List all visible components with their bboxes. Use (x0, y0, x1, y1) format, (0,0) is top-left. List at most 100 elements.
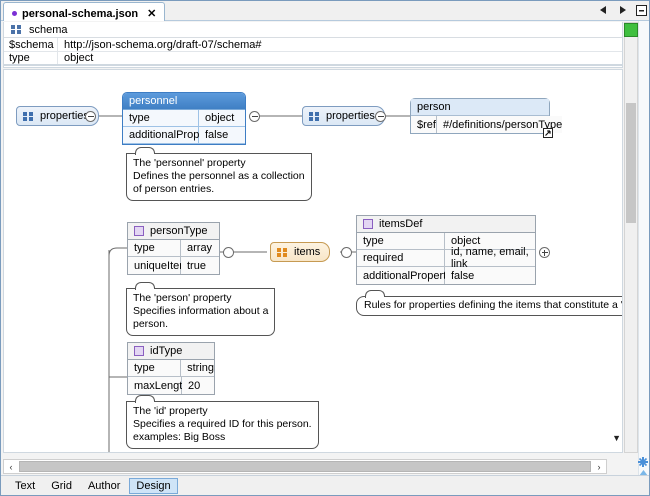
personType-uniqueitems-key: uniqueItems (128, 257, 181, 274)
person-ref-key: $ref (411, 116, 437, 133)
annotation-personnel-line-1: The 'personnel' property (133, 157, 305, 170)
tab-design[interactable]: Design (129, 478, 177, 494)
itemsDef-type-key: type (357, 233, 445, 249)
annotation-itemsdef-line-1: Rules for properties defining the items … (364, 299, 623, 312)
personnel-addprops-value: false (199, 127, 245, 143)
close-icon[interactable]: ✕ (147, 7, 156, 20)
personType-row-type[interactable]: type array (128, 240, 219, 257)
schema-title-row[interactable]: schema (4, 22, 622, 38)
file-tab-personal-schema[interactable]: personal-schema.json ✕ (3, 2, 165, 21)
annotation-personnel-line-3: of person entries. (133, 183, 305, 196)
idType-maxlength-key: maxLength (128, 377, 182, 394)
tab-grid[interactable]: Grid (44, 478, 79, 494)
itemsDef-addprops-key: additionalProperties (357, 267, 445, 284)
schema-value: http://json-schema.org/draft-07/schema# (58, 38, 622, 51)
annotation-id-line-2: Specifies a required ID for this person. (133, 418, 312, 431)
next-arrow-icon[interactable] (616, 4, 628, 16)
collapse-toggle-items[interactable] (341, 247, 352, 258)
annotation-personnel-line-2: Defines the personnel as a collection (133, 170, 305, 183)
properties-label: properties (40, 110, 89, 122)
type-key: type (4, 52, 58, 64)
node-items[interactable]: items (270, 242, 330, 262)
grid-icon (11, 25, 22, 34)
annotation-person-line-3: person. (133, 318, 268, 331)
scroll-left-icon[interactable]: ‹ (4, 462, 18, 472)
idType-type-key: type (128, 360, 181, 376)
node-idType[interactable]: idType type string maxLength 20 (127, 342, 215, 395)
horizontal-scrollbar[interactable]: ‹ › (3, 459, 607, 474)
personType-uniqueitems-value: true (181, 257, 219, 274)
personnel-row-addprops[interactable]: additionalProperties false (123, 127, 245, 144)
collapse-toggle-properties-root[interactable] (85, 111, 96, 122)
personType-title: personType (150, 225, 207, 237)
right-rail (638, 21, 649, 496)
items-label: items (294, 246, 320, 258)
node-properties-2[interactable]: properties (302, 106, 385, 126)
tab-author[interactable]: Author (81, 478, 127, 494)
prev-arrow-icon[interactable] (597, 4, 609, 16)
panel-collapse-chevron-icon[interactable]: ▼ (612, 433, 621, 443)
annotation-tab-icon (365, 290, 385, 298)
type-value: object (58, 52, 622, 64)
annotation-id-line-3: examples: Big Boss (133, 431, 312, 444)
schema-row-schema[interactable]: $schema http://json-schema.org/draft-07/… (4, 38, 622, 52)
idType-title: idType (150, 345, 182, 357)
node-person[interactable]: person $ref #/definitions/personType (410, 98, 550, 134)
items-icon (277, 248, 288, 257)
collapse-toggle-personType[interactable] (223, 247, 234, 258)
itemsDef-row-addprops[interactable]: additionalProperties false (357, 267, 535, 284)
annotation-person[interactable]: The 'person' property Specifies informat… (126, 288, 275, 336)
validation-status-indicator[interactable] (624, 23, 638, 37)
annotation-person-line-2: Specifies information about a (133, 305, 268, 318)
personnel-type-key: type (123, 110, 199, 126)
person-title: person (411, 99, 549, 116)
expand-toggle-itemsDef[interactable] (539, 247, 550, 258)
properties-pill-2[interactable]: properties (302, 106, 385, 126)
idType-row-maxlength[interactable]: maxLength 20 (128, 377, 214, 394)
schema-title-label: schema (29, 24, 68, 36)
view-mode-tabs: Text Grid Author Design (1, 475, 650, 495)
collapse-toggle-personnel[interactable] (249, 111, 260, 122)
items-pill[interactable]: items (270, 242, 330, 262)
move-icon[interactable] (638, 457, 648, 467)
annotation-id[interactable]: The 'id' property Specifies a required I… (126, 401, 319, 449)
vertical-scroll-thumb[interactable] (626, 103, 636, 223)
itemsDef-required-value: id, name, email, link (445, 250, 535, 266)
node-personnel[interactable]: personnel type object additionalProperti… (122, 92, 246, 145)
person-row-ref[interactable]: $ref #/definitions/personType (411, 116, 549, 133)
idType-type-value: string (181, 360, 214, 376)
itemsDef-addprops-value: false (445, 267, 535, 284)
annotation-id-line-1: The 'id' property (133, 405, 312, 418)
collapse-toggle-properties-2[interactable] (375, 111, 386, 122)
node-personType[interactable]: personType type array uniqueItems true (127, 222, 220, 275)
node-itemsDef[interactable]: itemsDef type object required id, name, … (356, 215, 536, 285)
horizontal-scroll-thumb[interactable] (19, 461, 591, 472)
annotation-person-line-1: The 'person' property (133, 292, 268, 305)
personType-row-uniqueitems[interactable]: uniqueItems true (128, 257, 219, 274)
annotation-personnel[interactable]: The 'personnel' property Defines the per… (126, 153, 312, 201)
schema-key: $schema (4, 38, 58, 51)
tab-text[interactable]: Text (8, 478, 42, 494)
personnel-row-type[interactable]: type object (123, 110, 245, 127)
vertical-scrollbar[interactable]: ▲ (624, 22, 638, 453)
schema-row-type[interactable]: type object (4, 52, 622, 66)
definition-icon (363, 219, 373, 229)
minimize-button-icon[interactable] (635, 4, 647, 16)
design-canvas[interactable]: properties personnel type object additio… (3, 69, 623, 453)
annotation-tab-icon (135, 282, 155, 290)
properties-icon (309, 112, 320, 121)
goto-definition-icon[interactable] (543, 128, 552, 137)
annotation-itemsdef[interactable]: Rules for properties defining the items … (356, 296, 623, 316)
personnel-addprops-key: additionalProperties (123, 127, 199, 143)
schema-header-grid: schema $schema http://json-schema.org/dr… (3, 22, 623, 68)
idType-row-type[interactable]: type string (128, 360, 214, 377)
idType-maxlength-value: 20 (182, 377, 214, 394)
itemsDef-row-required[interactable]: required id, name, email, link (357, 250, 535, 267)
scroll-right-icon[interactable]: › (592, 462, 606, 472)
file-tab-strip: personal-schema.json ✕ (1, 1, 650, 21)
file-tab-label: personal-schema.json (22, 8, 138, 20)
personType-type-value: array (181, 240, 219, 256)
modified-indicator-icon (12, 11, 17, 16)
annotation-tab-icon (135, 147, 155, 155)
